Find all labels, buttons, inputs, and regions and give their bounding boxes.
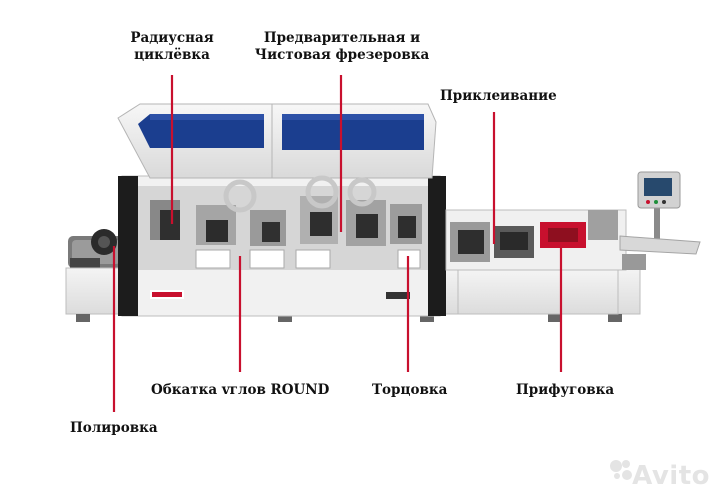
label-jointing: Прифуговка <box>516 382 615 398</box>
label-gluing: Приклеивание <box>440 88 557 104</box>
pointer-lines <box>112 75 563 412</box>
open-lid-right <box>271 103 437 179</box>
gluing-jointing-section <box>445 209 627 315</box>
working-units <box>150 175 422 269</box>
avito-logo-icon <box>610 460 632 480</box>
open-lid-left <box>117 103 273 179</box>
control-panel <box>637 171 681 244</box>
label-corner-rounding: Обкатка vглов ROUND <box>151 382 330 398</box>
machine-logo <box>150 290 410 299</box>
left-motor <box>68 229 124 268</box>
label-radius-scraping: Радиусная циклёвка <box>130 30 214 63</box>
label-polishing: Полировка <box>70 420 158 436</box>
label-end-trimming: Торцовка <box>372 382 448 398</box>
avito-watermark: Avito <box>632 461 710 491</box>
label-milling: Предварительная и Чистовая фрезеровка <box>254 30 430 63</box>
outfeed-table <box>619 235 701 270</box>
